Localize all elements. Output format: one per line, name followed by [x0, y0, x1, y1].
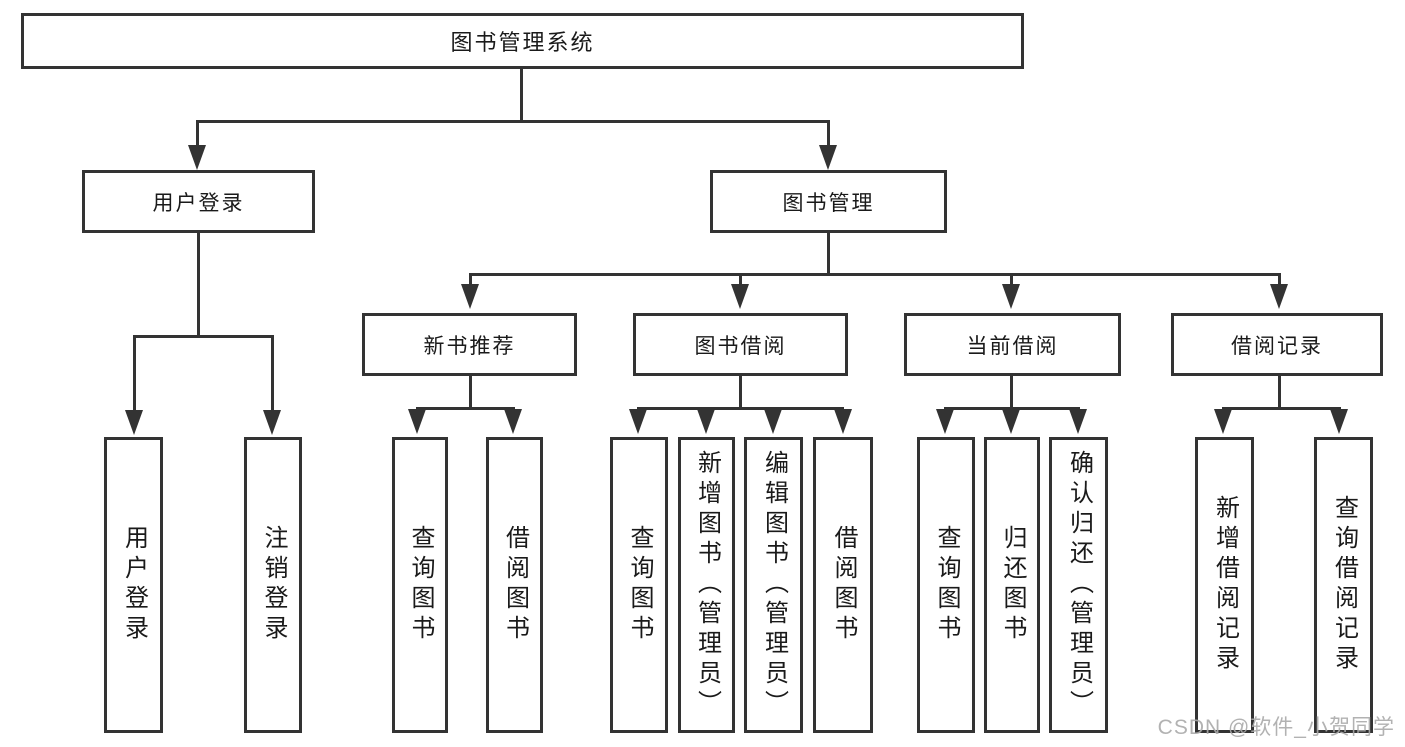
connector-borrow-records-stem — [1278, 376, 1281, 407]
arrow-to-leaf-edit-book — [764, 409, 782, 434]
leaf-user-login: 用户登录 — [104, 437, 163, 733]
arrow-to-leaf-add-record — [1214, 409, 1232, 434]
arrow-to-borrow-records — [1270, 284, 1288, 309]
leaf-add-borrow-record: 新增借阅记录 — [1195, 437, 1254, 733]
connector-root-left-drop — [196, 120, 199, 148]
connector-current-borrow-split — [944, 407, 1080, 410]
leaf-borrow-books-1: 借阅图书 — [486, 437, 543, 733]
arrow-to-book-borrow — [731, 284, 749, 309]
arrow-to-leaf-logout — [263, 410, 281, 435]
connector-root-right-drop — [827, 120, 830, 148]
arrow-to-leaf-query-books-3 — [936, 409, 954, 434]
connector-root-stem — [520, 69, 523, 120]
node-user-login: 用户登录 — [82, 170, 315, 233]
connector-borrow-records-split — [1222, 407, 1341, 410]
leaf-return-book: 归还图书 — [984, 437, 1040, 733]
arrow-to-user-login — [188, 145, 206, 170]
connector-new-book-split — [416, 407, 515, 410]
node-current-borrow: 当前借阅 — [904, 313, 1121, 376]
leaf-query-books-1: 查询图书 — [392, 437, 448, 733]
arrow-to-leaf-return-book — [1002, 409, 1020, 434]
arrow-to-new-book-recommend — [461, 284, 479, 309]
connector-current-borrow-stem — [1010, 376, 1013, 407]
arrow-to-leaf-borrow-books-2 — [834, 409, 852, 434]
connector-new-book-stem — [469, 376, 472, 407]
leaf-confirm-return-admin: 确认归还（管理员） — [1049, 437, 1108, 733]
node-borrow-records: 借阅记录 — [1171, 313, 1383, 376]
node-root: 图书管理系统 — [21, 13, 1024, 69]
leaf-add-book-admin: 新增图书（管理员） — [678, 437, 735, 733]
leaf-edit-book-admin: 编辑图书（管理员） — [744, 437, 803, 733]
arrow-to-leaf-add-book — [697, 409, 715, 434]
connector-book-borrow-stem — [739, 376, 742, 407]
connector-book-borrow-split — [637, 407, 844, 410]
connector-book-management-stem — [827, 233, 830, 273]
connector-user-login-right-drop — [271, 335, 274, 412]
csdn-watermark: CSDN @软件_小贺同学 — [1157, 716, 1395, 739]
connector-drop-borrow-records — [1278, 273, 1281, 285]
arrow-to-leaf-user-login — [125, 410, 143, 435]
arrow-to-leaf-query-record — [1330, 409, 1348, 434]
connector-user-login-left-drop — [133, 335, 136, 412]
connector-drop-current-borrow — [1010, 273, 1013, 285]
connector-drop-new-book — [469, 273, 472, 285]
connector-user-login-stem — [197, 233, 200, 335]
connector-root-split — [196, 120, 830, 123]
leaf-query-borrow-record: 查询借阅记录 — [1314, 437, 1373, 733]
arrow-to-book-management — [819, 145, 837, 170]
arrow-to-leaf-query-books-2 — [629, 409, 647, 434]
arrow-to-leaf-confirm-return — [1069, 409, 1087, 434]
arrow-to-leaf-query-books-1 — [408, 409, 426, 434]
arrow-to-current-borrow — [1002, 284, 1020, 309]
leaf-query-books-2: 查询图书 — [610, 437, 668, 733]
connector-user-login-split — [133, 335, 274, 338]
connector-book-management-split — [469, 273, 1281, 276]
leaf-logout: 注销登录 — [244, 437, 302, 733]
node-book-management: 图书管理 — [710, 170, 947, 233]
leaf-borrow-books-2: 借阅图书 — [813, 437, 873, 733]
leaf-query-books-3: 查询图书 — [917, 437, 975, 733]
node-book-borrow: 图书借阅 — [633, 313, 848, 376]
arrow-to-leaf-borrow-books-1 — [504, 409, 522, 434]
node-new-book-recommend: 新书推荐 — [362, 313, 577, 376]
connector-drop-book-borrow — [739, 273, 742, 285]
